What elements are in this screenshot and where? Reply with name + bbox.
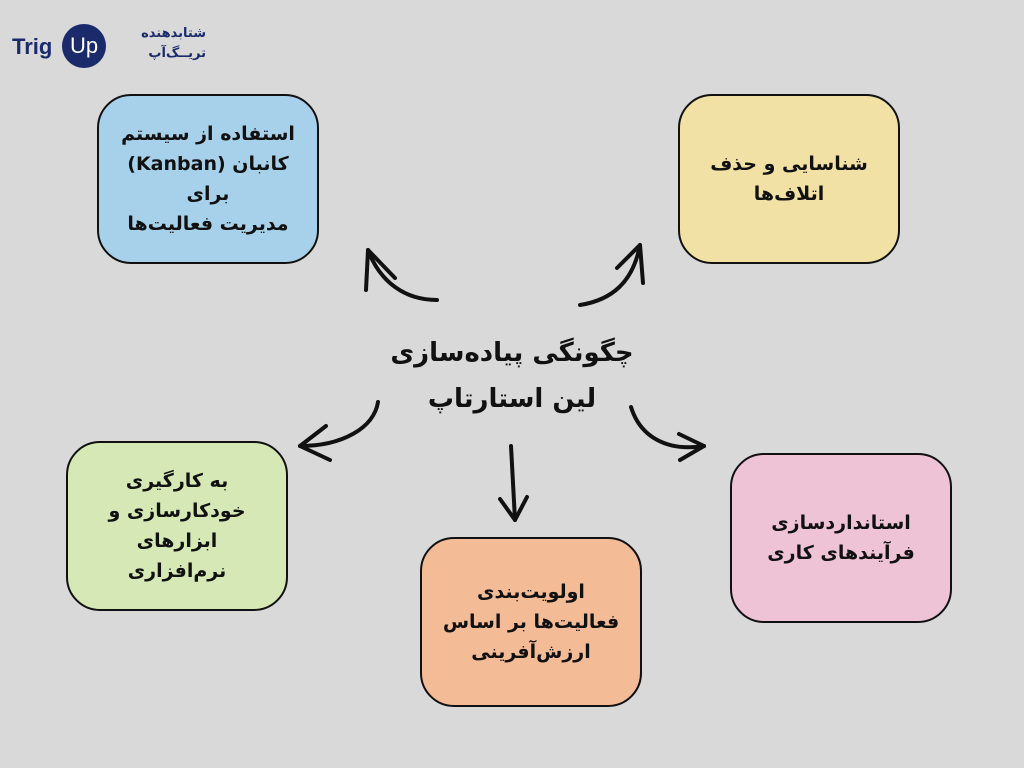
arrow-to-automation	[298, 400, 380, 448]
logo-fa-line2: تریــگ‌آپ	[148, 46, 206, 61]
logo-persian-text: شتابدهنده تریــگ‌آپ	[116, 24, 206, 64]
center-title-line1: چگونگی پیاده‌سازی	[390, 338, 634, 368]
arrowhead-priority	[498, 495, 529, 522]
arrow-to-priority	[509, 444, 517, 522]
box-automation-line1: به کارگیری	[125, 470, 229, 492]
box-standard-line2: فرآیندهای کاری	[767, 542, 915, 564]
box-standard-line1: استانداردسازی	[771, 512, 911, 534]
box-kanban-line2: کانبان (Kanban) برای	[127, 153, 289, 205]
box-kanban-line1: استفاده از سیستم	[121, 123, 295, 145]
box-waste-line1: شناسایی و حذف	[710, 153, 868, 175]
arrowhead-standard	[677, 432, 706, 462]
arrowhead-waste	[615, 243, 645, 285]
box-priority: اولویت‌بندی فعالیت‌ها بر اساس ارزش‌آفرین…	[420, 537, 642, 707]
box-priority-line2: فعالیت‌ها بر اساس	[442, 611, 620, 633]
logo-circle: Up	[62, 24, 106, 68]
arrowhead-kanban	[364, 248, 397, 292]
center-title-line2: لین استارتاپ	[427, 384, 597, 414]
logo-fa-line1: شتابدهنده	[141, 26, 206, 41]
box-priority-line3: ارزش‌آفرینی	[471, 641, 591, 663]
box-priority-line1: اولویت‌بندی	[477, 581, 585, 603]
box-kanban-line3: مدیریت فعالیت‌ها	[127, 213, 289, 235]
box-automation: به کارگیری خودکارسازی و ابزارهای نرم‌افز…	[66, 441, 288, 611]
center-title: چگونگی پیاده‌سازی لین استارتاپ	[362, 330, 662, 422]
arrow-to-kanban	[366, 248, 439, 302]
arrow-to-waste	[578, 243, 642, 307]
logo-word: Trig	[12, 34, 53, 59]
box-kanban: استفاده از سیستم کانبان (Kanban) برای مد…	[97, 94, 319, 264]
arrowhead-automation	[298, 424, 332, 462]
box-automation-line3: ابزارهای نرم‌افزاری	[127, 530, 227, 582]
box-automation-line2: خودکارسازی و	[108, 500, 246, 522]
box-standard: استانداردسازی فرآیندهای کاری	[730, 453, 952, 623]
box-waste-line2: اتلاف‌ها	[753, 183, 825, 205]
box-waste: شناسایی و حذف اتلاف‌ها	[678, 94, 900, 264]
arrow-to-standard	[629, 405, 706, 450]
